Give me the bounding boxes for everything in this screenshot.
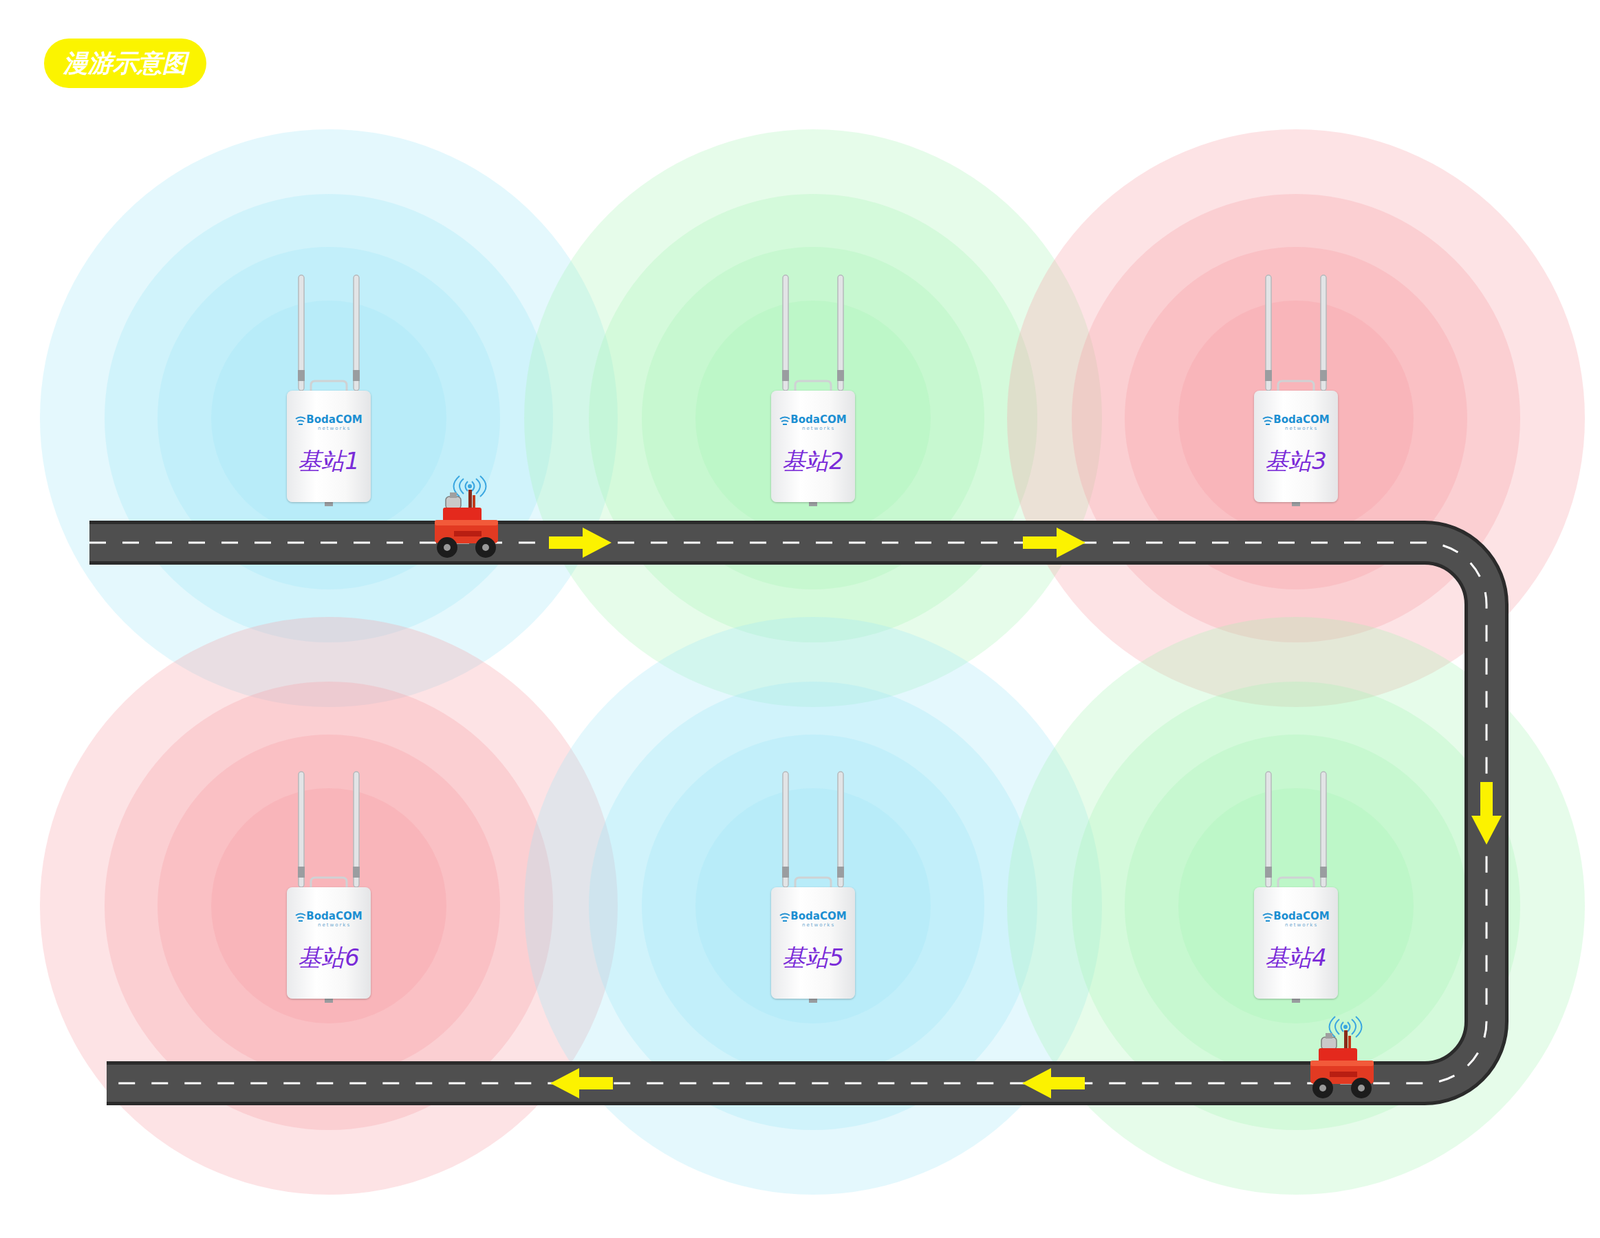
device-handle <box>1278 381 1314 391</box>
base-station: BodaCOMnetworks 基站4 <box>1253 887 1338 999</box>
robot <box>434 476 499 558</box>
coverage-ring <box>641 734 985 1078</box>
coverage-ring <box>588 193 1038 643</box>
antenna-joint <box>837 370 845 382</box>
base-station: BodaCOMnetworks 基站3 <box>1253 390 1338 503</box>
station-label: 基站2 <box>782 447 845 475</box>
antenna-joint <box>1320 866 1327 878</box>
logo-icon <box>1262 415 1274 427</box>
antenna <box>837 275 844 391</box>
antenna-joint <box>1320 370 1327 382</box>
antenna <box>353 771 360 888</box>
antenna-joint <box>837 866 845 878</box>
device-handle <box>795 877 831 888</box>
station-label: 基站4 <box>1265 943 1327 972</box>
antenna-joint <box>352 866 360 878</box>
coverage-ring <box>1178 788 1414 1024</box>
road-edge <box>89 542 1487 1084</box>
direction-arrow <box>1022 527 1086 558</box>
logo-icon <box>295 415 307 427</box>
base-station: BodaCOMnetworks 基站5 <box>771 887 856 999</box>
antenna-joint <box>1265 370 1272 382</box>
device-handle <box>310 381 347 391</box>
coverage-ring <box>1178 300 1414 536</box>
coverage-ring <box>211 300 447 536</box>
device-handle <box>1278 877 1314 888</box>
antenna <box>1265 771 1272 888</box>
antenna <box>782 275 789 391</box>
logo-icon <box>295 912 307 924</box>
title: 漫游示意图 <box>63 46 188 81</box>
brand-logo: BodaCOM <box>779 910 847 923</box>
brand-logo: BodaCOM <box>295 414 362 426</box>
station-label: 基站5 <box>782 943 845 972</box>
coverage-ring <box>104 193 554 643</box>
brand-logo: BodaCOM <box>779 414 847 426</box>
direction-arrow <box>1022 1068 1085 1099</box>
coverage-ring <box>211 788 447 1024</box>
station-label: 基站1 <box>297 447 360 475</box>
title-pill: 漫游示意图 <box>44 38 207 89</box>
antenna <box>782 771 789 888</box>
antenna <box>353 275 360 391</box>
coverage-ring <box>695 788 931 1024</box>
logo-icon <box>779 912 791 924</box>
robot <box>1310 1016 1374 1099</box>
antenna-joint <box>352 370 360 382</box>
antenna <box>1320 275 1327 391</box>
station-label: 基站6 <box>297 943 360 972</box>
brand-tagline: networks <box>306 425 351 432</box>
station-label: 基站3 <box>1265 447 1327 475</box>
antenna-joint <box>297 370 305 382</box>
direction-arrow <box>1471 782 1502 845</box>
antenna-joint <box>1265 866 1272 878</box>
antenna <box>298 771 305 888</box>
direction-arrow <box>548 527 612 558</box>
logo-icon <box>779 415 791 427</box>
brand-tagline: networks <box>791 425 836 432</box>
coverage-ring <box>1124 734 1468 1078</box>
antenna-joint <box>782 370 789 382</box>
antenna <box>837 771 844 888</box>
base-station: BodaCOMnetworks 基站2 <box>771 390 856 503</box>
brand-logo: BodaCOM <box>295 910 362 923</box>
road-surface <box>89 542 1487 1084</box>
antenna <box>1320 771 1327 888</box>
antenna <box>1265 275 1272 391</box>
road <box>68 515 1487 1084</box>
direction-arrow <box>550 1068 613 1099</box>
coverage-ring <box>157 734 501 1078</box>
antenna-joint <box>782 866 789 878</box>
coverage-ring <box>695 300 931 536</box>
brand-tagline: networks <box>1273 425 1318 432</box>
antenna <box>298 275 305 391</box>
brand-tagline: networks <box>306 922 351 929</box>
base-station: BodaCOMnetworks 基站6 <box>286 887 371 999</box>
brand-tagline: networks <box>791 922 836 929</box>
base-station: BodaCOMnetworks 基站1 <box>286 390 371 503</box>
device-handle <box>310 877 347 888</box>
device-handle <box>795 381 831 391</box>
brand-logo: BodaCOM <box>1262 910 1329 923</box>
logo-icon <box>1262 912 1274 924</box>
antenna-joint <box>297 866 305 878</box>
brand-tagline: networks <box>1273 922 1318 929</box>
brand-logo: BodaCOM <box>1262 414 1329 426</box>
lane-dashes <box>89 542 1487 1084</box>
